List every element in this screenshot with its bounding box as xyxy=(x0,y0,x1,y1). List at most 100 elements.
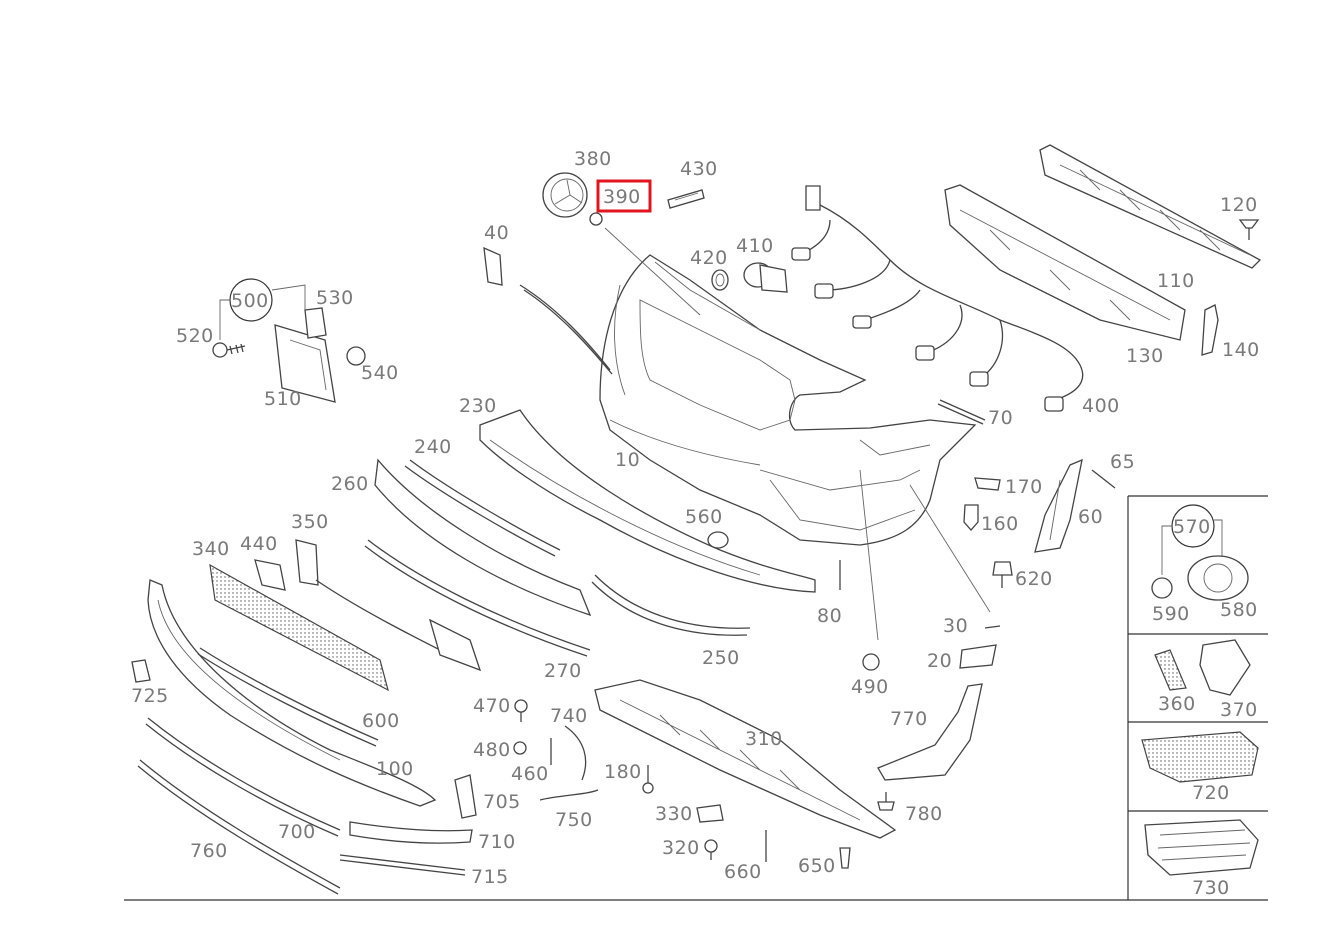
bolt-part-620[interactable] xyxy=(992,561,1013,588)
callout-570[interactable]: 570 xyxy=(1173,516,1211,538)
callout-400[interactable]: 400 xyxy=(1082,395,1120,417)
callout-510[interactable]: 510 xyxy=(264,388,302,410)
callout-40[interactable]: 40 xyxy=(484,222,509,244)
callout-30[interactable]: 30 xyxy=(943,615,968,637)
clip-part-530[interactable] xyxy=(304,307,327,339)
grille-insert-part-730[interactable] xyxy=(1144,819,1259,876)
bumper-reinforcement-part[interactable] xyxy=(944,184,1186,341)
trim-strip-part-715[interactable] xyxy=(339,854,466,876)
grille-mesh-part[interactable] xyxy=(209,563,389,692)
clip-part-120[interactable] xyxy=(1238,219,1260,240)
bracket-part-170[interactable] xyxy=(974,477,1001,491)
callout-390[interactable]: 390 xyxy=(603,186,641,208)
trim-part-750[interactable] xyxy=(539,789,599,801)
grille-insert-part-720[interactable] xyxy=(1141,731,1259,783)
callout-760[interactable]: 760 xyxy=(190,840,228,862)
trim-part-360[interactable] xyxy=(1154,649,1187,691)
callout-240[interactable]: 240 xyxy=(414,436,452,458)
callout-330[interactable]: 330 xyxy=(655,803,693,825)
callout-320[interactable]: 320 xyxy=(662,837,700,859)
callout-100[interactable]: 100 xyxy=(376,758,414,780)
callout-490[interactable]: 490 xyxy=(851,676,889,698)
callout-350[interactable]: 350 xyxy=(291,511,329,533)
callout-170[interactable]: 170 xyxy=(1005,476,1043,498)
callout-250[interactable]: 250 xyxy=(702,647,740,669)
trim-strip-part-270[interactable] xyxy=(364,539,591,657)
callout-500[interactable]: 500 xyxy=(231,290,269,312)
bracket-part-430[interactable] xyxy=(667,189,705,209)
callout-650[interactable]: 650 xyxy=(798,855,836,877)
callout-720[interactable]: 720 xyxy=(1192,782,1230,804)
spoiler-part-100[interactable] xyxy=(147,579,437,807)
screw-part-320[interactable] xyxy=(704,839,718,860)
callout-10[interactable]: 10 xyxy=(615,449,640,471)
cap-part-490[interactable] xyxy=(862,653,880,671)
bumper-cover-part[interactable] xyxy=(599,254,977,546)
emblem-grommet-part[interactable] xyxy=(589,212,603,226)
trim-strip-part-230[interactable] xyxy=(479,409,816,593)
bracket-part-140[interactable] xyxy=(1201,304,1219,356)
callout-480[interactable]: 480 xyxy=(473,739,511,761)
impact-absorber-part[interactable] xyxy=(1039,144,1262,269)
screw-part-780[interactable] xyxy=(877,792,895,811)
screw-part-520[interactable] xyxy=(212,342,246,358)
callout-620[interactable]: 620 xyxy=(1015,568,1053,590)
trim-strip-part-710[interactable] xyxy=(349,821,473,844)
trim-strip-part-600[interactable] xyxy=(197,647,379,747)
callout-260[interactable]: 260 xyxy=(331,473,369,495)
callout-420[interactable]: 420 xyxy=(690,247,728,269)
callout-110[interactable]: 110 xyxy=(1157,270,1195,292)
callout-430[interactable]: 430 xyxy=(680,158,718,180)
callout-715[interactable]: 715 xyxy=(471,866,509,888)
callout-60[interactable]: 60 xyxy=(1078,506,1103,528)
callout-770[interactable]: 770 xyxy=(890,708,928,730)
callout-310[interactable]: 310 xyxy=(745,728,783,750)
callout-660[interactable]: 660 xyxy=(724,861,762,883)
trim-part-40[interactable] xyxy=(483,246,613,375)
callout-750[interactable]: 750 xyxy=(555,809,593,831)
callout-460[interactable]: 460 xyxy=(511,763,549,785)
bracket-part-440[interactable] xyxy=(254,559,286,591)
callout-380[interactable]: 380 xyxy=(574,148,612,170)
rivet-part-650[interactable] xyxy=(839,847,851,869)
callout-740[interactable]: 740 xyxy=(550,705,588,727)
callout-710[interactable]: 710 xyxy=(478,831,516,853)
callout-560[interactable]: 560 xyxy=(685,506,723,528)
callout-120[interactable]: 120 xyxy=(1220,194,1258,216)
clip-part-470[interactable] xyxy=(514,699,528,722)
screw-part-180[interactable] xyxy=(642,765,654,794)
trim-strip-part-260[interactable] xyxy=(374,458,592,617)
callout-580[interactable]: 580 xyxy=(1220,599,1258,621)
star-emblem-part[interactable] xyxy=(542,172,588,218)
trim-strip-part-700[interactable] xyxy=(145,717,341,837)
emblem-group-570[interactable] xyxy=(1151,504,1249,601)
trim-part-370[interactable] xyxy=(1199,639,1251,696)
callout-780[interactable]: 780 xyxy=(905,803,943,825)
bracket-part-350[interactable] xyxy=(295,539,482,672)
nut-part-540[interactable] xyxy=(346,346,366,366)
callout-730[interactable]: 730 xyxy=(1192,877,1230,899)
trim-part-740[interactable] xyxy=(564,725,587,781)
callout-700[interactable]: 700 xyxy=(278,821,316,843)
wiring-harness-part[interactable] xyxy=(791,185,1084,412)
callout-340[interactable]: 340 xyxy=(192,538,230,560)
trim-strip-part-240[interactable] xyxy=(404,459,561,557)
screw-part-65[interactable] xyxy=(1091,469,1116,489)
callout-65[interactable]: 65 xyxy=(1110,451,1135,473)
sensor-ring-part[interactable] xyxy=(711,269,729,291)
clip-part-560[interactable] xyxy=(707,531,729,549)
underbody-panel-part[interactable] xyxy=(594,679,897,839)
callout-140[interactable]: 140 xyxy=(1222,339,1260,361)
bracket-part-705[interactable] xyxy=(454,774,477,819)
cover-part-20[interactable] xyxy=(959,644,997,669)
trim-strip-part-760[interactable] xyxy=(137,759,341,895)
callout-725[interactable]: 725 xyxy=(131,685,169,707)
callout-590[interactable]: 590 xyxy=(1152,603,1190,625)
callout-600[interactable]: 600 xyxy=(362,710,400,732)
clip-part-725[interactable] xyxy=(131,659,151,683)
callout-70[interactable]: 70 xyxy=(988,407,1013,429)
callout-160[interactable]: 160 xyxy=(981,513,1019,535)
callout-410[interactable]: 410 xyxy=(736,235,774,257)
callout-530[interactable]: 530 xyxy=(316,287,354,309)
callout-540[interactable]: 540 xyxy=(361,362,399,384)
